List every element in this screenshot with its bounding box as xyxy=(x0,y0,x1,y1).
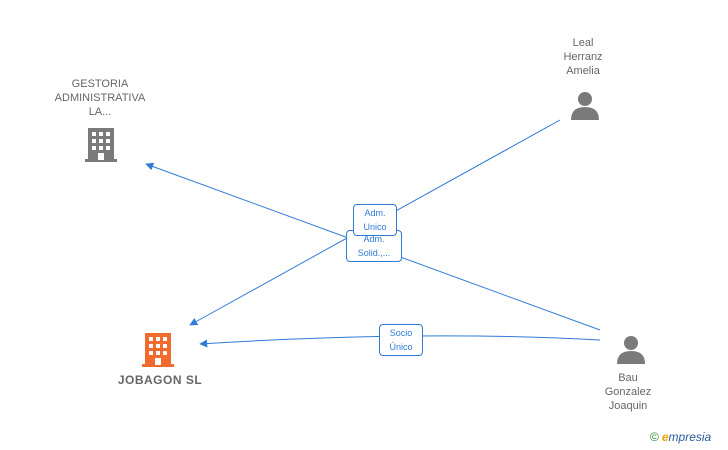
bau-label[interactable]: Bau Gonzalez Joaquin xyxy=(604,372,652,412)
jobagon-label[interactable]: JOBAGON SL xyxy=(117,373,203,387)
brand-name: mpresia xyxy=(668,430,712,444)
edge-label-line2: Único xyxy=(389,342,413,352)
gestoria-label[interactable]: GESTORIA ADMINISTRATIVA LA... xyxy=(54,78,146,118)
person-icon[interactable] xyxy=(570,90,600,120)
building-icon-main[interactable] xyxy=(142,333,174,367)
edge-label-line2: Solid.,... xyxy=(357,248,391,258)
copyright-icon: © xyxy=(650,430,659,444)
edge-label-line1: Socio xyxy=(389,328,413,338)
building-icon[interactable] xyxy=(85,128,117,162)
brand-logo: ©empresia xyxy=(650,430,711,444)
edge-label-line2: Unico xyxy=(363,222,387,232)
edge-label-socio-unico[interactable]: Socio Único xyxy=(379,324,423,356)
brand-initial: e xyxy=(661,430,669,444)
edge-label-line1: Adm. xyxy=(364,208,386,218)
edge-label-line1: Adm. xyxy=(363,234,385,244)
person-icon[interactable] xyxy=(616,334,646,364)
leal-label[interactable]: Leal Herranz Amelia xyxy=(563,37,603,77)
edge-label-adm-unico[interactable]: Adm. Unico xyxy=(353,204,397,236)
